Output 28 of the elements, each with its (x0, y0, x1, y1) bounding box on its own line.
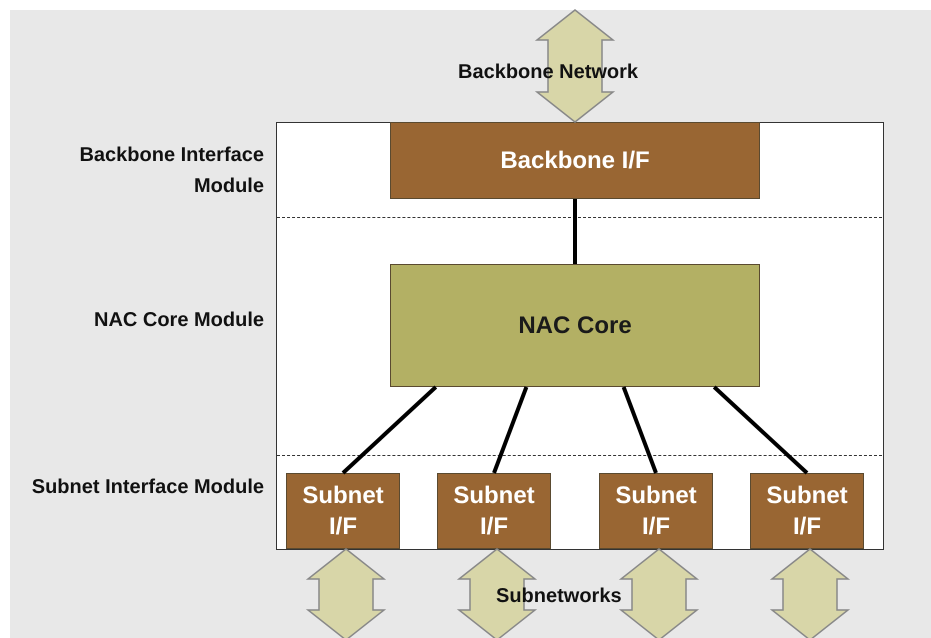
node-label: NAC Core (518, 312, 632, 340)
module-label: NAC Core Module (93, 308, 264, 333)
system-box (276, 122, 884, 550)
module-label: Subnet Interface Module (30, 475, 264, 500)
module-label: Subnetworks (496, 584, 622, 609)
double-arrow (534, 9, 616, 123)
double-arrow (618, 548, 700, 638)
interface-box (599, 473, 713, 549)
interface-box (437, 473, 551, 549)
double-arrow (770, 548, 850, 638)
connector-line (342, 386, 438, 474)
node-label: Subnet I/F (614, 480, 698, 542)
module-label: Backbone Interface Module (78, 143, 264, 199)
interface-box (286, 473, 400, 549)
connector-line (573, 199, 577, 264)
connector-line (622, 386, 658, 474)
double-arrow (306, 548, 386, 638)
core-box (390, 264, 760, 387)
interface-box (750, 473, 864, 549)
node-label: Subnet I/F (452, 480, 536, 542)
interface-box (390, 122, 760, 199)
node-label: Subnet I/F (765, 480, 849, 542)
node-label: Subnet I/F (301, 480, 385, 542)
node-label: Backbone I/F (500, 146, 650, 174)
double-arrow (456, 548, 538, 638)
connector-line (492, 386, 528, 474)
edge-label: Backbone Network (458, 60, 638, 85)
connector-line (712, 386, 808, 474)
